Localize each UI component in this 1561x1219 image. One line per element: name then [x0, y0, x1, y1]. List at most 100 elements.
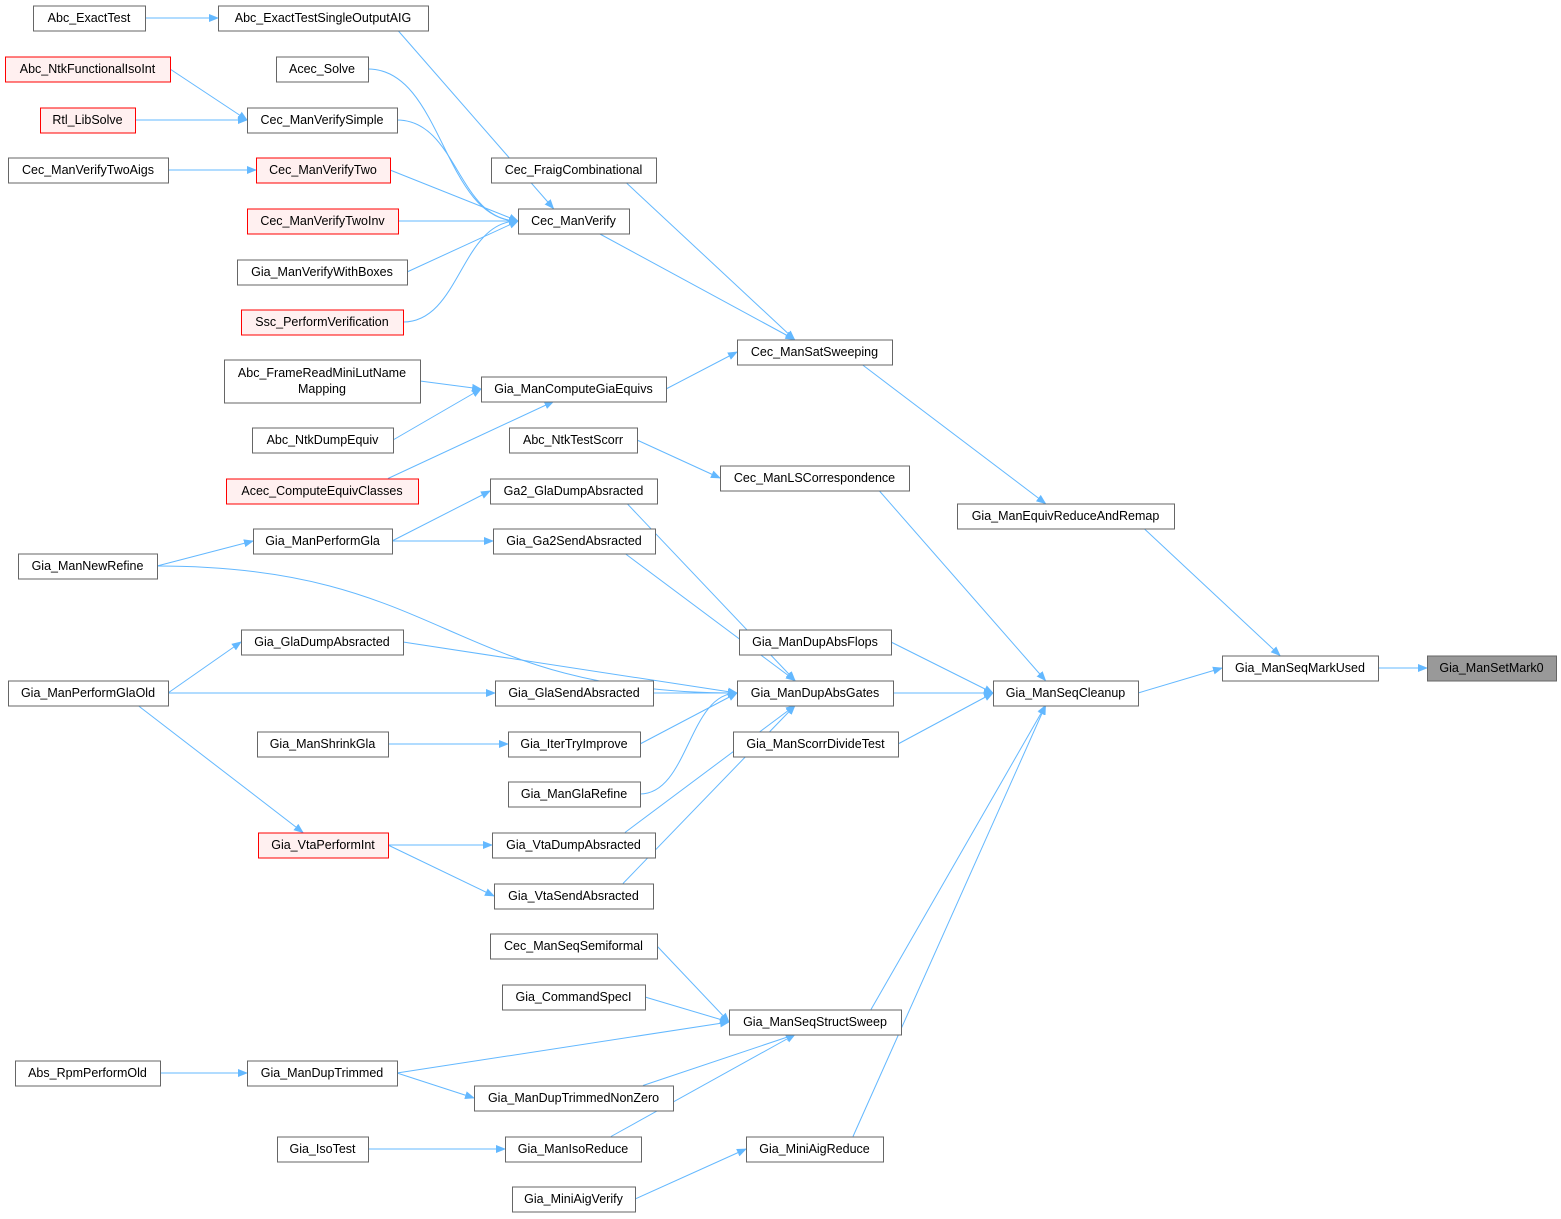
- node-box: [1222, 655, 1379, 682]
- node-label: Rtl_LibSolve: [52, 113, 122, 127]
- node-box: [241, 309, 404, 336]
- edge-gia-commandspeci-to-gia-manseqstructsweep: [644, 996, 730, 1024]
- node-ga2-gladumpabsracted[interactable]: Ga2_GlaDumpAbsracted: [490, 478, 658, 505]
- node-gia-manduptrimmednonzero[interactable]: Gia_ManDupTrimmedNonZero: [474, 1085, 674, 1112]
- node-label: Gia_MiniAigVerify: [524, 1192, 623, 1206]
- node-label: Abc_ExactTestSingleOutputAIG: [235, 11, 411, 25]
- node-cec-manverifytwo[interactable]: Cec_ManVerifyTwo: [256, 157, 391, 184]
- node-abc-ntktestscorr[interactable]: Abc_NtkTestScorr: [509, 427, 638, 454]
- edge-cec-fraigcombinational-to-cec-mansatsweeping: [625, 182, 796, 341]
- edge-cec-manseqsemiformal-to-gia-manseqstructsweep: [656, 945, 730, 1023]
- node-abc-ntkdumpequiv[interactable]: Abc_NtkDumpEquiv: [252, 427, 394, 454]
- node-gia-manperformgla[interactable]: Gia_ManPerformGla: [253, 528, 393, 555]
- node-box: [258, 832, 389, 859]
- node-gia-manequivreduceandremap[interactable]: Gia_ManEquivReduceAndRemap: [957, 503, 1175, 530]
- node-label: Gia_ManDupAbsGates: [751, 686, 880, 700]
- node-gia-mansetmark0[interactable]: Gia_ManSetMark0: [1427, 655, 1557, 682]
- node-label: Gia_Ga2SendAbsracted: [506, 534, 642, 548]
- node-box: [5, 56, 171, 83]
- node-cec-manlscorrespondence[interactable]: Cec_ManLSCorrespondence: [720, 465, 910, 492]
- node-cec-manverify[interactable]: Cec_ManVerify: [518, 208, 630, 235]
- node-label: Cec_ManVerifyTwo: [269, 163, 377, 177]
- edge-gia-vtadumpabsracted-to-gia-mandupabsgates: [624, 704, 796, 833]
- node-cec-manseqsemiformal[interactable]: Cec_ManSeqSemiformal: [490, 933, 658, 960]
- node-gia-itertryimprove[interactable]: Gia_IterTryImprove: [508, 731, 641, 758]
- node-label: Cec_ManSatSweeping: [751, 345, 878, 359]
- node-gia-manisoreduce[interactable]: Gia_ManIsoReduce: [505, 1136, 642, 1163]
- node-gia-manseqmarkused[interactable]: Gia_ManSeqMarkUsed: [1222, 655, 1379, 682]
- node-box: [247, 107, 398, 134]
- node-ssc-performverification[interactable]: Ssc_PerformVerification: [241, 309, 404, 336]
- node-abc-exacttestsingleoutputaig[interactable]: Abc_ExactTestSingleOutputAIG: [218, 5, 429, 32]
- node-label: Gia_VtaSendAbsracted: [508, 889, 639, 903]
- node-gia-vtaperformint[interactable]: Gia_VtaPerformInt: [258, 832, 389, 859]
- node-gia-manperformglaold[interactable]: Gia_ManPerformGlaOld: [8, 680, 169, 707]
- node-box: [226, 478, 419, 505]
- node-box: [15, 1060, 161, 1087]
- node-label: Abc_NtkTestScorr: [523, 433, 623, 447]
- node-box: [40, 107, 136, 134]
- node-acec-solve[interactable]: Acec_Solve: [276, 56, 369, 83]
- edge-gia-manperformglaold-to-gia-gladumpabsracted: [167, 641, 242, 694]
- node-box: [224, 359, 421, 404]
- edge-cec-manverifysimple-to-cec-manverify: [396, 119, 519, 225]
- node-gia-miniaigverify[interactable]: Gia_MiniAigVerify: [512, 1186, 636, 1213]
- node-gia-manverifywithboxes[interactable]: Gia_ManVerifyWithBoxes: [237, 259, 408, 286]
- node-gia-isotest[interactable]: Gia_IsoTest: [277, 1136, 369, 1163]
- node-abc-ntkfunctionalisoint[interactable]: Abc_NtkFunctionalIsoInt: [5, 56, 171, 83]
- node-box: [474, 1085, 674, 1112]
- node-box: [247, 1060, 398, 1087]
- node-box: [253, 528, 393, 555]
- edge-gia-manverifywithboxes-to-cec-manverify: [406, 220, 519, 273]
- node-gia-glasendabsracted[interactable]: Gia_GlaSendAbsracted: [495, 680, 654, 707]
- node-box: [512, 1186, 636, 1213]
- node-cec-fraigcombinational[interactable]: Cec_FraigCombinational: [491, 157, 657, 184]
- node-gia-mannewrefine[interactable]: Gia_ManNewRefine: [18, 553, 158, 580]
- node-gia-gladumpabsracted[interactable]: Gia_GlaDumpAbsracted: [241, 629, 404, 656]
- node-cec-manverifysimple[interactable]: Cec_ManVerifySimple: [247, 107, 398, 134]
- node-gia-ga2sendabsracted[interactable]: Gia_Ga2SendAbsracted: [493, 528, 656, 555]
- node-box: [737, 680, 894, 707]
- node-label: Gia_ManSetMark0: [1439, 661, 1543, 675]
- node-label: Abc_ExactTest: [48, 11, 131, 25]
- node-gia-manseqcleanup[interactable]: Gia_ManSeqCleanup: [993, 680, 1139, 707]
- node-box: [8, 680, 169, 707]
- edge-gia-manperformglaold-to-gia-vtaperformint: [137, 705, 304, 834]
- node-label: Gia_MiniAigReduce: [759, 1142, 870, 1156]
- node-gia-manshrinkgla[interactable]: Gia_ManShrinkGla: [257, 731, 389, 758]
- node-label: Gia_GlaSendAbsracted: [508, 686, 639, 700]
- node-gia-manseqstructsweep[interactable]: Gia_ManSeqStructSweep: [729, 1009, 902, 1036]
- node-label: Gia_ManShrinkGla: [270, 737, 376, 751]
- node-gia-manduptrimmed[interactable]: Gia_ManDupTrimmed: [247, 1060, 398, 1087]
- node-box: [8, 157, 169, 184]
- edge-gia-manduptrimmed-to-gia-manduptrimmednonzero: [396, 1072, 475, 1100]
- node-label: Gia_ManEquivReduceAndRemap: [972, 509, 1160, 523]
- node-layer: Abc_ExactTest Abc_ExactTestSingleOutputAI…: [5, 5, 1557, 1213]
- edge-gia-ga2sendabsracted-to-gia-mandupabsgates: [624, 553, 796, 682]
- node-label: Mapping: [298, 382, 346, 396]
- node-acec-computeequivclasses[interactable]: Acec_ComputeEquivClasses: [226, 478, 419, 505]
- node-gia-vtasendabsracted[interactable]: Gia_VtaSendAbsracted: [494, 883, 654, 910]
- node-gia-manglarefine[interactable]: Gia_ManGlaRefine: [508, 781, 641, 808]
- node-gia-manscorrdividetest[interactable]: Gia_ManScorrDivideTest: [733, 731, 899, 758]
- node-gia-mandupabsflops[interactable]: Gia_ManDupAbsFlops: [739, 629, 892, 656]
- node-abs-rpmperformold[interactable]: Abs_RpmPerformOld: [15, 1060, 161, 1087]
- node-gia-miniaigreduce[interactable]: Gia_MiniAigReduce: [746, 1136, 884, 1163]
- node-gia-mandupabsgates[interactable]: Gia_ManDupAbsGates: [737, 680, 894, 707]
- edge-gia-mancomputegiaequivs-to-cec-mansatsweeping: [665, 351, 738, 390]
- node-cec-mansatsweeping[interactable]: Cec_ManSatSweeping: [737, 339, 893, 366]
- node-abc-exacttest[interactable]: Abc_ExactTest: [33, 5, 146, 32]
- node-cec-manverifytwoinv[interactable]: Cec_ManVerifyTwoInv: [247, 208, 399, 235]
- node-box: [1427, 655, 1557, 682]
- node-box: [490, 933, 658, 960]
- node-label: Gia_ManComputeGiaEquivs: [494, 382, 652, 396]
- node-gia-mancomputegiaequivs[interactable]: Gia_ManComputeGiaEquivs: [481, 376, 667, 403]
- node-rtl-libsolve[interactable]: Rtl_LibSolve: [40, 107, 136, 134]
- node-label: Gia_ManPerformGlaOld: [21, 686, 155, 700]
- node-gia-commandspeci[interactable]: Gia_CommandSpecI: [502, 984, 646, 1011]
- node-box: [33, 5, 146, 32]
- node-cec-manverifytwoaigs[interactable]: Cec_ManVerifyTwoAigs: [8, 157, 169, 184]
- node-gia-vtadumpabsracted[interactable]: Gia_VtaDumpAbsracted: [492, 832, 656, 859]
- edge-cec-manverify-to-cec-mansatsweeping: [598, 233, 796, 340]
